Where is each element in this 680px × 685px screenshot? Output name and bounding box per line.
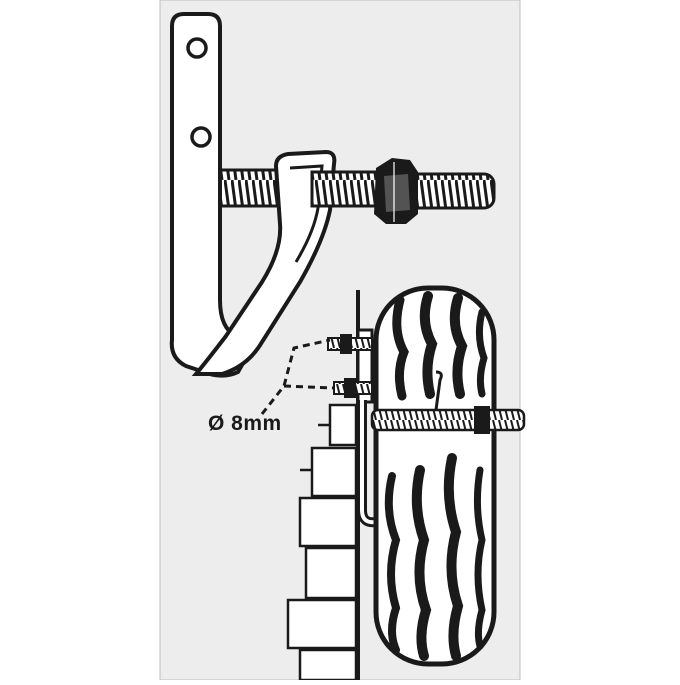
- threaded-rod-right: [404, 172, 496, 210]
- bolt-diameter-label: Ø 8mm: [208, 412, 282, 435]
- brick-wall: [286, 403, 358, 682]
- installed-rod-nut: [474, 406, 490, 434]
- tire-outline: [373, 285, 497, 667]
- brick: [298, 648, 358, 682]
- threaded-rod-middle: [310, 170, 384, 208]
- mounting-hole-bottom: [190, 126, 212, 148]
- tread-groove: [419, 291, 438, 399]
- installed-threaded-rod: [370, 408, 526, 432]
- brick: [310, 446, 358, 498]
- hook-arm: [191, 149, 337, 376]
- hex-nut-highlight: [384, 174, 410, 212]
- bracket-detail: [169, 12, 496, 378]
- bolt-nut-bottom: [344, 378, 356, 398]
- hex-nut: [374, 158, 418, 224]
- tread-groove: [443, 453, 464, 661]
- brick: [328, 403, 358, 447]
- brick: [286, 598, 358, 650]
- mounting-hole-top: [186, 37, 208, 59]
- tread-groove: [411, 465, 432, 661]
- bolt-nut-top: [340, 334, 352, 354]
- wall-plate: [169, 12, 260, 378]
- installed-arm-tip: [434, 370, 443, 411]
- dimension-leader-bottom: [283, 384, 335, 390]
- brick: [298, 496, 358, 548]
- tread-groove: [449, 293, 468, 399]
- tire: [373, 285, 497, 667]
- tread-groove: [475, 308, 488, 398]
- tread-groove: [473, 466, 486, 650]
- hook-arm-inner-edge: [289, 164, 324, 263]
- brick: [304, 546, 358, 600]
- dimension-leader-top: [260, 338, 331, 415]
- tread-groove: [384, 472, 401, 654]
- tread-groove: [392, 295, 409, 401]
